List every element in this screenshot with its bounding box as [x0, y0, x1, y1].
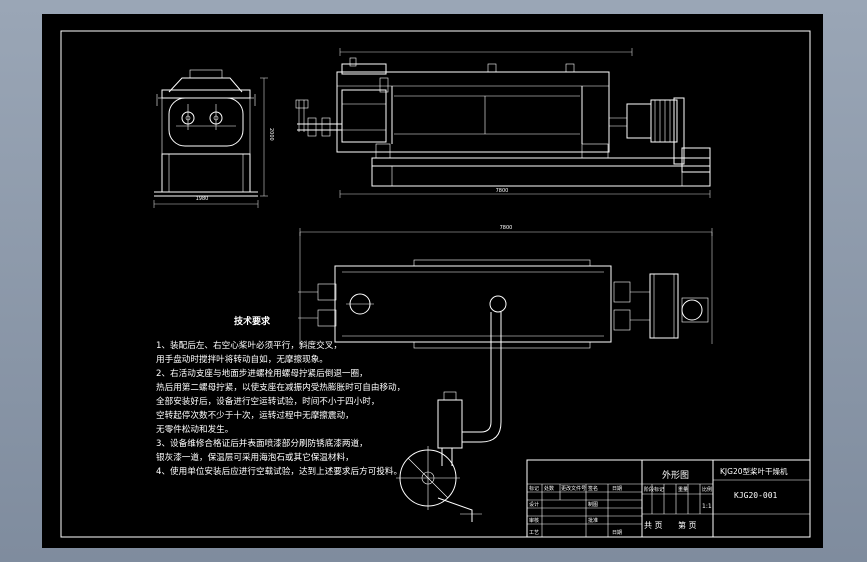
- front-length-dimension: 7800: [496, 188, 509, 194]
- tech-req-line-8: 3、设备维修合格证后并表面喷漆部分刷防锈底漆两道，: [156, 437, 368, 449]
- title-block: [526, 459, 811, 538]
- row-label-count: 处数: [544, 485, 554, 492]
- tech-req-line-1: 1、装配后左、右空心桨叶必须平行，斜度交叉，: [156, 339, 342, 351]
- sheet-total: 共 页: [644, 521, 663, 530]
- side-height-dimension: 2000: [268, 128, 274, 141]
- staff-label-draft: 制图: [588, 501, 598, 508]
- tech-requirements-list: 1、装配后左、右空心桨叶必须平行，斜度交叉， 用手盘动时搅拌叶将转动自如，无摩擦…: [156, 339, 405, 477]
- sheet-border: [60, 30, 811, 538]
- scale-label: 比例: [702, 486, 712, 493]
- top-view: [298, 228, 713, 349]
- product-name: KJG20型桨叶干燥机: [720, 466, 788, 476]
- staff-label-design: 设计: [529, 501, 539, 508]
- tech-req-line-5: 全部安装好后，设备进行空运转试验，时间不小于四小时，: [156, 395, 379, 407]
- weight-label: 重量: [678, 486, 688, 493]
- tech-req-line-3: 2、右活动支座与地面步进螺栓用螺母拧紧后倒退一圈，: [156, 367, 368, 379]
- drawing-canvas: 1980 2000: [60, 30, 811, 538]
- top-length-dimension: 7800: [500, 225, 513, 231]
- drawing-sheet[interactable]: 1980 2000: [42, 14, 823, 548]
- side-width-dimension: 1980: [196, 196, 209, 202]
- scale-value: 1:1: [702, 503, 712, 510]
- row-label-signature: 签名: [588, 485, 598, 492]
- drawing-number: KJG20-001: [734, 491, 778, 500]
- staff-label-review: 审核: [529, 517, 539, 524]
- tech-req-line-7: 无零件松动和发生。: [156, 423, 233, 435]
- row-label-mark: 标记: [529, 485, 539, 492]
- tech-req-line-2: 用手盘动时搅拌叶将转动自如，无摩擦现象。: [156, 353, 328, 365]
- date-label: 日期: [612, 530, 622, 536]
- tech-req-line-9: 银灰漆一道，保温层可采用海泡石或其它保温材料，: [156, 451, 354, 463]
- staff-label-approve: 批准: [588, 517, 598, 524]
- row-label-date: 日期: [612, 486, 622, 492]
- stage-label: 阶段标记: [644, 486, 664, 493]
- staff-label-process: 工艺: [529, 530, 539, 536]
- front-view: [295, 48, 711, 198]
- tech-requirements-heading: 技术要求: [234, 315, 271, 327]
- tech-req-line-6: 空转起停次数不少于十次，运转过程中无摩擦震动，: [156, 409, 354, 421]
- sheet-number: 第 页: [678, 520, 697, 530]
- row-label-change-doc: 更改文件号: [561, 485, 586, 492]
- exhaust-detail: [396, 312, 502, 522]
- drawing-title: 外形图: [662, 469, 689, 481]
- tech-req-line-4: 热后用第二螺母拧紧，以使支座在减振内受热膨胀时可自由移动，: [156, 381, 405, 393]
- tech-req-line-10: 4、使用单位安装后应进行空载试验，达到上述要求后方可投料。: [156, 465, 402, 477]
- side-view: [153, 69, 268, 208]
